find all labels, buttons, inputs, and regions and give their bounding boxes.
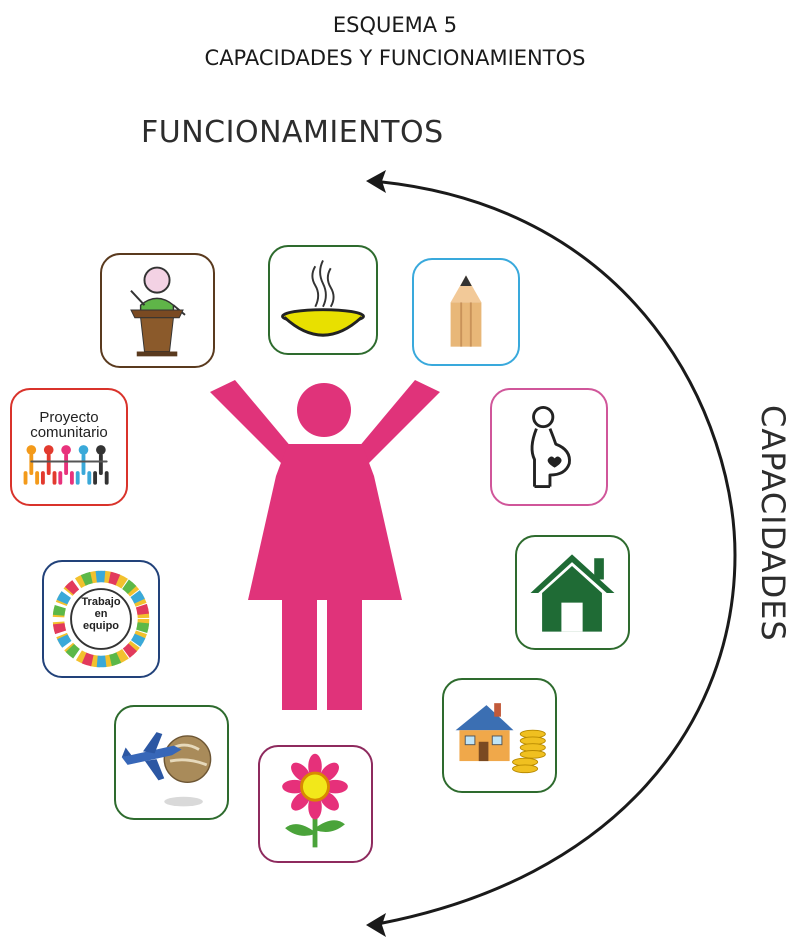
capacidades-label: CAPACIDADES	[754, 405, 790, 642]
teamwork-icon: Trabajo en equipo	[42, 560, 160, 678]
trabajo-label-line3: equipo	[82, 620, 120, 632]
house-icon	[515, 535, 630, 650]
arrowhead-bottom	[366, 913, 386, 937]
trabajo-label-line2: en	[94, 608, 108, 620]
speaker-podium-icon	[100, 253, 215, 368]
funcionamientos-label: FUNCIONAMIENTOS	[141, 115, 444, 150]
diagram-title-line2: CAPACIDADES Y FUNCIONAMIENTOS	[204, 46, 586, 70]
house-coins-icon	[442, 678, 557, 793]
pregnant-woman-icon	[490, 388, 608, 506]
proyecto-label-line1: Proyecto	[39, 409, 99, 426]
diagram-title-line1: ESQUEMA 5	[332, 13, 458, 37]
airplane-globe-icon	[114, 705, 229, 820]
arrowhead-top	[366, 170, 386, 193]
soup-bowl-icon	[268, 245, 378, 355]
flower-icon	[258, 745, 373, 863]
pencil-icon	[412, 258, 520, 366]
community-project-icon: Proyecto comunitario	[10, 388, 128, 506]
trabajo-label-line1: Trabajo	[81, 596, 121, 608]
woman-figure-icon	[210, 380, 440, 710]
proyecto-label-line2: comunitario	[30, 424, 108, 441]
